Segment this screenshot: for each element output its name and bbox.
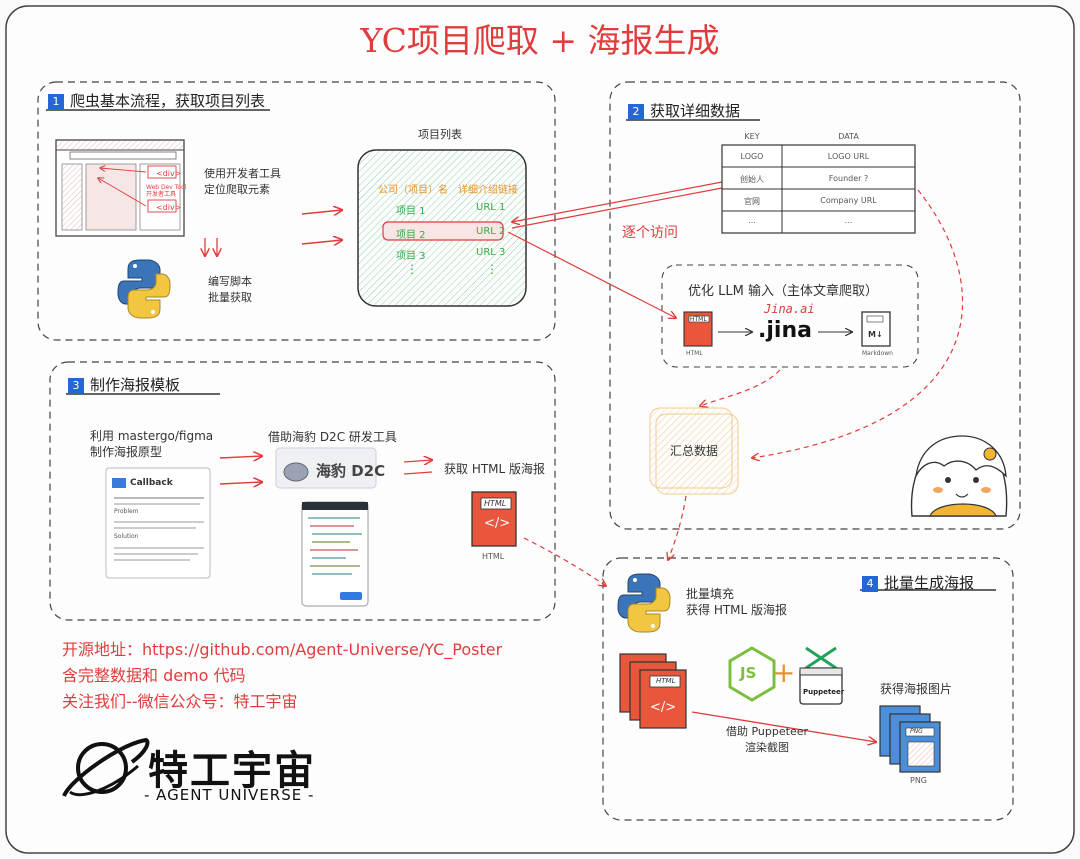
html-file-small xyxy=(683,311,713,347)
table-data-2: Founder ? xyxy=(828,174,869,183)
figma-note: 利用 mastergo/figma 制作海报原型 xyxy=(90,429,214,459)
html-file-large xyxy=(471,491,517,547)
python-logo-1 xyxy=(117,259,171,319)
browser-tag-1: <div> xyxy=(156,169,182,178)
section-3-header: 3 制作海报模板 xyxy=(68,374,180,395)
section-3-title: 制作海报模板 xyxy=(90,376,181,394)
browser-sketch xyxy=(55,139,185,237)
section-1-badge: 1 xyxy=(48,94,64,110)
html-stack-code-icon: </> xyxy=(650,700,677,715)
d2c-logo-text: 海豹 D2C xyxy=(316,462,386,480)
section-4-title: 批量生成海报 xyxy=(884,574,975,592)
markdown-file xyxy=(861,311,891,347)
table-key-1: LOGO xyxy=(740,152,764,161)
jina-logo: .jina xyxy=(758,318,812,343)
summary-label: 汇总数据 xyxy=(670,444,719,458)
md-caption: Markdown xyxy=(862,350,893,357)
llm-title: 优化 LLM 输入（主体文章爬取） xyxy=(688,284,878,299)
table-key-2: 创始人 xyxy=(740,175,764,184)
detail-table xyxy=(721,144,916,234)
d2c-note: 借助海豹 D2C 研发工具 xyxy=(268,430,397,444)
puppeteer-logo xyxy=(799,646,843,705)
section-2-title: 获取详细数据 xyxy=(650,102,741,120)
list-row-1-name: 项目 1 xyxy=(396,206,426,217)
list-header-name: 公司（项目）名 xyxy=(378,185,448,196)
section-2-header: 2 获取详细数据 xyxy=(628,100,740,121)
list-row-1-url: URL 1 xyxy=(476,202,506,213)
page-title: YC项目爬取 + 海报生成 xyxy=(360,21,720,60)
nodejs-label: JS xyxy=(740,664,757,682)
html-stack-label: HTML xyxy=(656,677,676,685)
html-file-large-label: HTML xyxy=(484,499,507,508)
brand-planet-icon xyxy=(62,737,150,797)
project-list-title: 项目列表 xyxy=(418,128,462,141)
section-2-badge: 2 xyxy=(628,104,644,120)
plus-sign: + xyxy=(772,656,796,689)
code-brackets-icon: </> xyxy=(484,516,511,531)
section-1-box xyxy=(37,81,556,341)
visit-note: 逐个访问 xyxy=(622,225,678,241)
png-file-label: PNG xyxy=(910,728,923,735)
html-poster-note: 获取 HTML 版海报 xyxy=(444,462,546,476)
list-row-2-name: 项目 2 xyxy=(396,230,426,241)
llm-box xyxy=(661,264,919,368)
nodejs-logo xyxy=(728,646,776,702)
list-row-3-url: URL 3 xyxy=(476,247,506,258)
section-3-badge: 3 xyxy=(68,378,84,394)
list-header-link: 详细介绍链接 xyxy=(458,185,518,196)
table-key-3: 官网 xyxy=(744,197,760,206)
browser-tag-2: Web Dev Tool 开发者工具 xyxy=(146,184,187,198)
footer-repo-link[interactable]: 开源地址：https://github.com/Agent-Universe/Y… xyxy=(62,640,503,659)
python-logo-2 xyxy=(617,573,671,633)
section-2-box xyxy=(609,81,1021,530)
png-caption: PNG xyxy=(910,776,928,785)
html-file-stack xyxy=(619,653,687,729)
png-note: 获得海报图片 xyxy=(880,682,953,696)
poster-card-title: Callback xyxy=(130,478,173,488)
list-more-2: ⋮ xyxy=(486,262,498,276)
summary-box xyxy=(649,407,739,495)
table-data-3: Company URL xyxy=(820,196,877,205)
table-key-4: ... xyxy=(748,216,756,225)
highlight-row xyxy=(382,221,504,241)
fill-note: 批量填充 获得 HTML 版海报 xyxy=(686,587,788,617)
poster-card-problem: Problem xyxy=(114,508,139,515)
script-note: 编写脚本 批量获取 xyxy=(208,275,252,304)
table-data-1: LOGO URL xyxy=(827,152,870,161)
brand-subtitle: - AGENT UNIVERSE - xyxy=(144,786,315,804)
avatar-illustration xyxy=(910,435,1008,517)
code-screenshot xyxy=(301,501,369,607)
footer-demo-note: 含完整数据和 demo 代码 xyxy=(62,666,246,685)
table-col-key: KEY xyxy=(744,132,760,141)
section-1-title: 爬虫基本流程，获取项目列表 xyxy=(70,92,266,110)
html-file-small-label: HTML xyxy=(690,316,707,323)
brand-name: 特工宇宙 xyxy=(148,748,316,794)
md-file-label: M↓ xyxy=(868,330,883,339)
list-row-3-name: 项目 3 xyxy=(396,251,426,262)
devtools-note: 使用开发者工具 定位爬取元素 xyxy=(204,167,281,196)
table-data-4: ... xyxy=(844,216,853,225)
list-more-1: ⋮ xyxy=(406,262,418,276)
png-file-stack xyxy=(879,705,941,773)
poster-card-solution: Solution xyxy=(114,533,139,540)
jina-label: Jina.ai xyxy=(764,302,815,316)
table-col-data: DATA xyxy=(838,132,859,141)
list-row-2-url: URL 2 xyxy=(476,226,506,237)
footer-follow-note: 关注我们--微信公众号：特工宇宙 xyxy=(62,692,298,711)
html-caption: HTML xyxy=(686,350,703,357)
puppeteer-label: Puppeteer xyxy=(803,688,845,696)
section-1-header: 1 爬虫基本流程，获取项目列表 xyxy=(48,90,265,111)
render-note: 借助 Puppeteer 渲染截图 xyxy=(726,725,809,754)
section-4-header: 4 批量生成海报 xyxy=(862,572,974,593)
section-4-box xyxy=(602,557,1014,821)
poster-card xyxy=(105,467,211,579)
html-caption-3: HTML xyxy=(482,552,505,561)
section-4-badge: 4 xyxy=(862,576,878,592)
section-3-box xyxy=(49,361,556,621)
browser-tag-3: <div> xyxy=(156,203,182,212)
